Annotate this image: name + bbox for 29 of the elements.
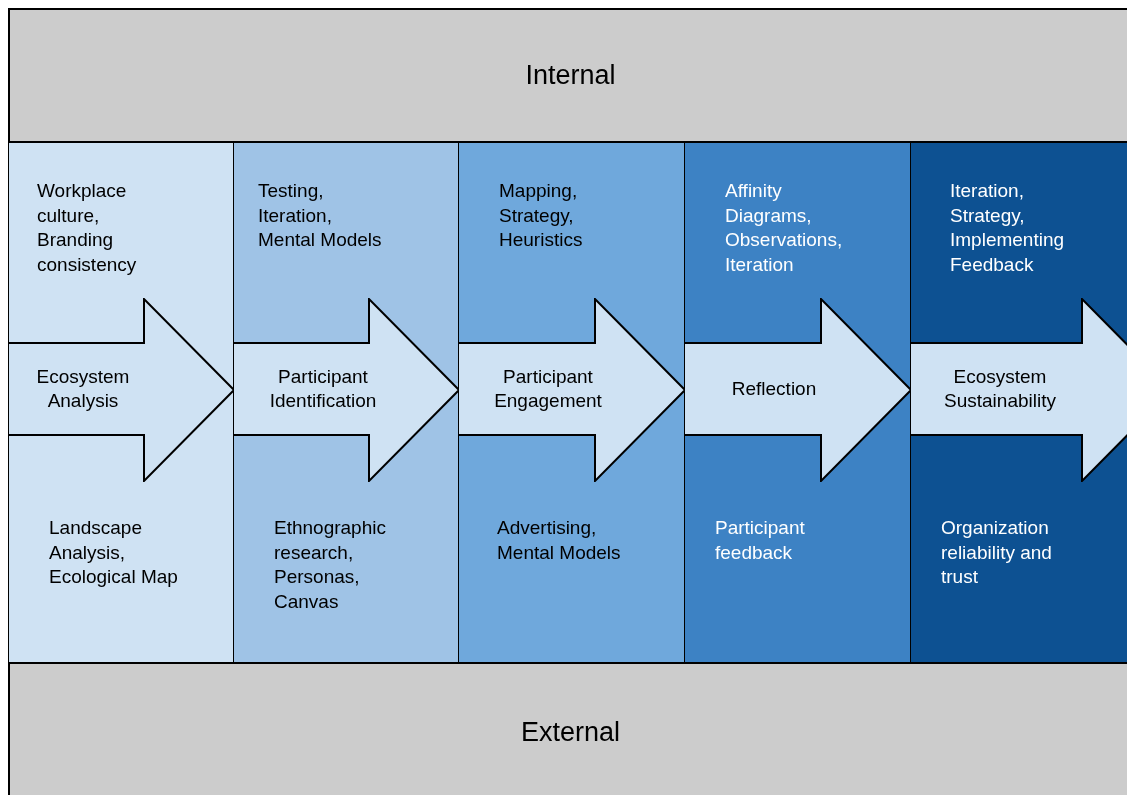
stage-column — [684, 142, 911, 663]
topic-list: Iteration, Strategy, Implementing Feedback — [950, 179, 1085, 277]
stage-column — [233, 142, 459, 663]
arrow-label: Participant Engagement — [493, 365, 603, 413]
topic-list: Organization reliability and trust — [941, 516, 1081, 590]
topic-list: Workplace culture, Branding consistency — [37, 179, 157, 277]
topic-list: Landscape Analysis, Ecological Map — [49, 516, 214, 590]
stage-banner — [684, 298, 911, 482]
stage-banner — [910, 298, 1127, 482]
topic-list: Advertising, Mental Models — [497, 516, 657, 565]
topic-list: Testing, Iteration, Mental Models — [258, 179, 393, 253]
stage-banner — [233, 298, 459, 482]
band — [8, 8, 1127, 143]
band-label: Internal — [525, 60, 616, 91]
stage-column — [458, 142, 685, 663]
arrow-label: Reflection — [730, 377, 818, 401]
band-label: External — [520, 716, 621, 748]
stage-banner — [8, 298, 234, 482]
topic-list: Ethnographic research, Personas, Canvas — [274, 516, 404, 614]
topic-list: Affinity Diagrams, Observations, Iteration — [725, 179, 865, 277]
stage-banner — [458, 298, 685, 482]
band — [8, 662, 1127, 795]
stage-column — [8, 142, 234, 663]
topic-list: Participant feedback — [715, 516, 830, 565]
topic-list: Mapping, Strategy, Heuristics — [499, 179, 614, 253]
arrow-label: Participant Identification — [268, 365, 378, 413]
stage-column — [910, 142, 1127, 663]
arrow-label: Ecosystem Analysis — [35, 365, 131, 413]
arrow-label: Ecosystem Sustainability — [943, 365, 1057, 413]
